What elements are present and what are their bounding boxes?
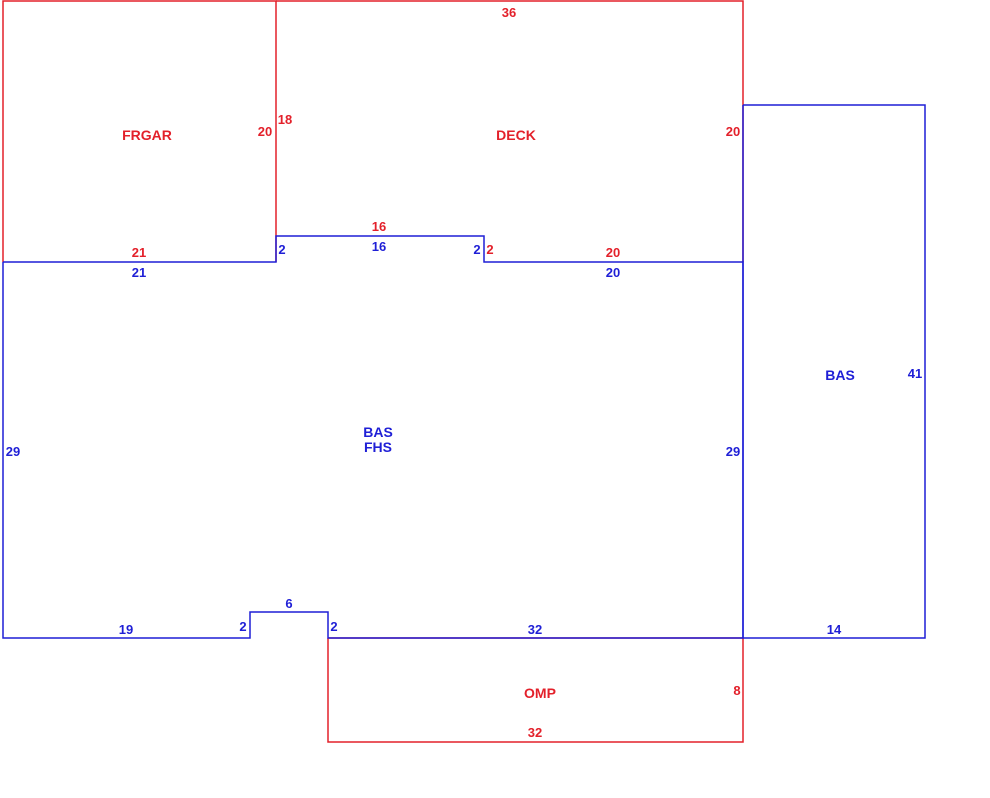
dim-deck-left: 18 [278, 112, 292, 127]
area-label-bas-main: BAS [363, 424, 393, 440]
dim-omp-right: 8 [733, 683, 740, 698]
dim-deck-top: 36 [502, 5, 516, 20]
blue-outlines [2, 104, 926, 639]
blue-dimension-labels: 2 16 2 21 20 29 29 41 19 2 6 2 32 14 [6, 239, 922, 637]
dim-bas-top-right: 20 [606, 265, 620, 280]
dim-bas-right-inner: 29 [726, 444, 740, 459]
dim-deck-right: 20 [726, 124, 740, 139]
area-label-frgar: FRGAR [122, 127, 172, 143]
red-dimension-labels: 36 20 18 20 21 16 2 20 8 32 [132, 5, 741, 740]
dim-bas-notch-top: 16 [372, 239, 386, 254]
area-labels: FRGAR DECK BAS FHS BAS OMP [122, 127, 855, 701]
dim-frgar-bottom: 21 [132, 245, 146, 260]
dim-deck-notch-top: 16 [372, 219, 386, 234]
dim-bas-left: 29 [6, 444, 20, 459]
dim-bas-top-left: 21 [132, 265, 146, 280]
dim-bas-notch-left: 2 [278, 242, 285, 257]
dim-bas-bottom-left: 19 [119, 622, 133, 637]
dim-bas-bottom-right: 32 [528, 622, 542, 637]
dim-bas-right-height: 41 [908, 366, 922, 381]
red-outlines [2, 0, 744, 743]
area-label-deck: DECK [496, 127, 536, 143]
area-label-omp: OMP [524, 685, 556, 701]
dim-bas-right-bottom: 14 [827, 622, 842, 637]
dim-deck-notch-right: 2 [486, 242, 493, 257]
area-label-bas-right: BAS [825, 367, 855, 383]
area-label-fhs: FHS [364, 439, 392, 455]
dim-bas-bottom-notch-top: 6 [285, 596, 292, 611]
dim-bas-bottom-notch-right: 2 [330, 619, 337, 634]
bas-right-outline [742, 104, 926, 639]
dim-omp-bottom: 32 [528, 725, 542, 740]
dim-frgar-right: 20 [258, 124, 272, 139]
dim-bas-notch-right: 2 [473, 242, 480, 257]
dim-deck-bottom-right: 20 [606, 245, 620, 260]
dim-bas-bottom-notch-left: 2 [239, 619, 246, 634]
frgar-outline [2, 0, 277, 262]
